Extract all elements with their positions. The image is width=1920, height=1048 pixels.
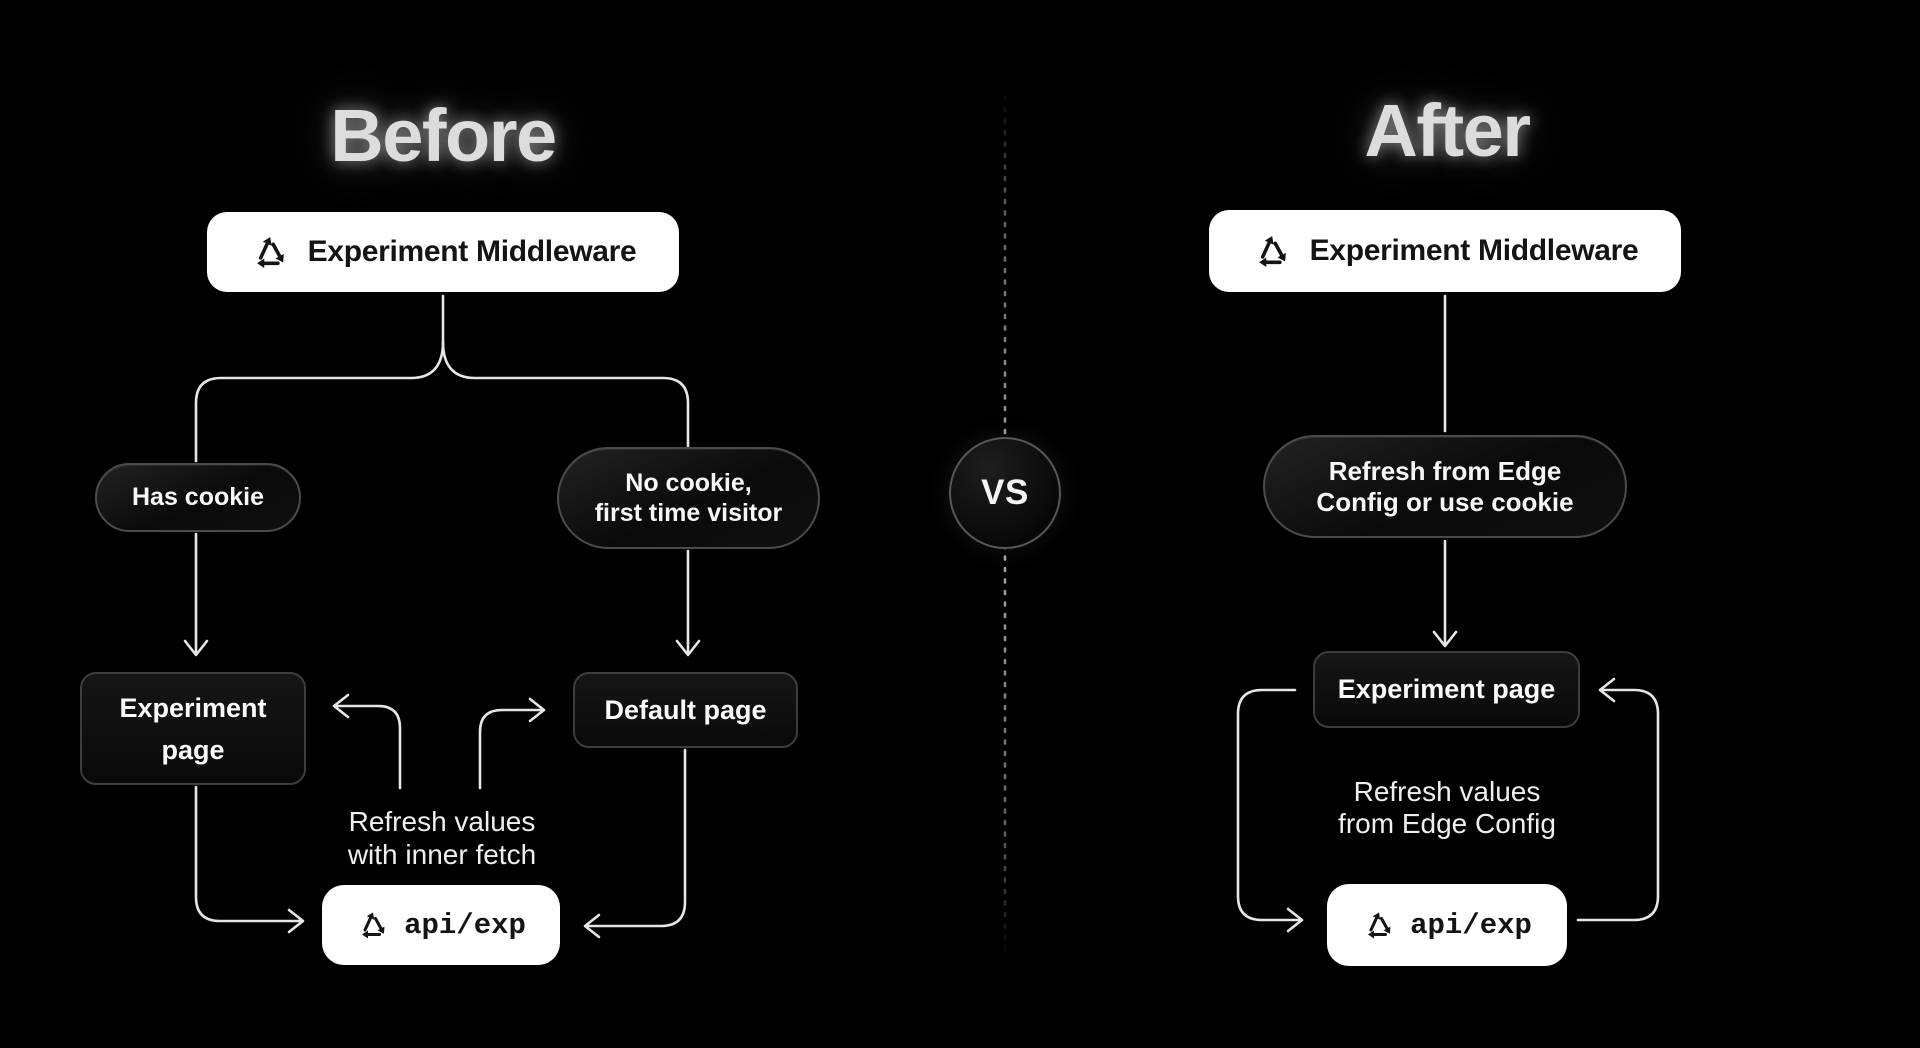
before-refresh-note-line2: with inner fetch bbox=[347, 839, 537, 870]
edge-middleware-to-has-cookie bbox=[194, 294, 445, 463]
before-experiment-page-node: Experiment page bbox=[80, 672, 306, 785]
cycle-triangle-icon bbox=[1258, 236, 1286, 268]
edge-experiment-page-to-api bbox=[194, 785, 305, 934]
refresh-pill-line1: Refresh from Edge bbox=[1328, 455, 1562, 486]
cycle-triangle-icon bbox=[362, 912, 385, 939]
no-cookie-pill: No cookie, first time visitor bbox=[557, 447, 820, 549]
cycle-triangle-icon bbox=[1368, 912, 1391, 939]
before-refresh-note: Refresh values with inner fetch bbox=[290, 805, 594, 871]
edge-default-page-to-api bbox=[583, 748, 687, 939]
edge-after-pill-to-experiment-page bbox=[1432, 539, 1458, 648]
before-api-route-label: api/exp bbox=[404, 908, 526, 942]
vs-badge: VS bbox=[949, 437, 1061, 549]
before-experiment-middleware-node: Experiment Middleware bbox=[207, 212, 679, 292]
after-title: After bbox=[1364, 89, 1531, 172]
edge-refresh-to-default-page bbox=[478, 697, 546, 790]
has-cookie-label: Has cookie bbox=[131, 483, 264, 511]
refresh-pill-line2: Config or use cookie bbox=[1316, 486, 1574, 517]
edge-no-cookie-to-default-page bbox=[675, 549, 701, 657]
edge-refresh-to-experiment-page bbox=[332, 693, 402, 790]
after-api-route-label: api/exp bbox=[1410, 908, 1532, 942]
before-middleware-label: Experiment Middleware bbox=[307, 235, 637, 268]
after-refresh-note-line2: from Edge Config bbox=[1338, 808, 1556, 839]
experiment-page-label-line2: page bbox=[161, 734, 225, 765]
default-page-label: Default page bbox=[604, 694, 767, 725]
edge-middleware-to-no-cookie bbox=[441, 340, 690, 448]
no-cookie-label-line2: first time visitor bbox=[594, 499, 783, 527]
cycle-triangle-icon bbox=[256, 237, 284, 269]
after-api-exp-node: api/exp bbox=[1327, 884, 1567, 966]
after-middleware-label: Experiment Middleware bbox=[1309, 234, 1639, 267]
after-refresh-note: Refresh values from Edge Config bbox=[1295, 776, 1599, 840]
edge-after-experiment-page-to-api bbox=[1236, 688, 1304, 933]
before-refresh-note-line1: Refresh values bbox=[348, 806, 536, 837]
after-experiment-page-node: Experiment page bbox=[1313, 651, 1580, 728]
after-experiment-page-label: Experiment page bbox=[1337, 674, 1556, 704]
default-page-node: Default page bbox=[573, 672, 798, 748]
after-refresh-note-line1: Refresh values bbox=[1353, 776, 1541, 807]
before-api-exp-node: api/exp bbox=[322, 885, 560, 965]
experiment-page-label-line1: Experiment bbox=[119, 692, 267, 723]
edge-has-cookie-to-experiment-page bbox=[183, 532, 209, 657]
refresh-edge-config-pill: Refresh from Edge Config or use cookie bbox=[1263, 435, 1627, 538]
vs-label: VS bbox=[981, 473, 1029, 512]
has-cookie-pill: Has cookie bbox=[95, 463, 301, 532]
before-title: Before bbox=[330, 94, 557, 177]
after-experiment-middleware-node: Experiment Middleware bbox=[1209, 210, 1681, 292]
no-cookie-label-line1: No cookie, bbox=[625, 469, 752, 497]
